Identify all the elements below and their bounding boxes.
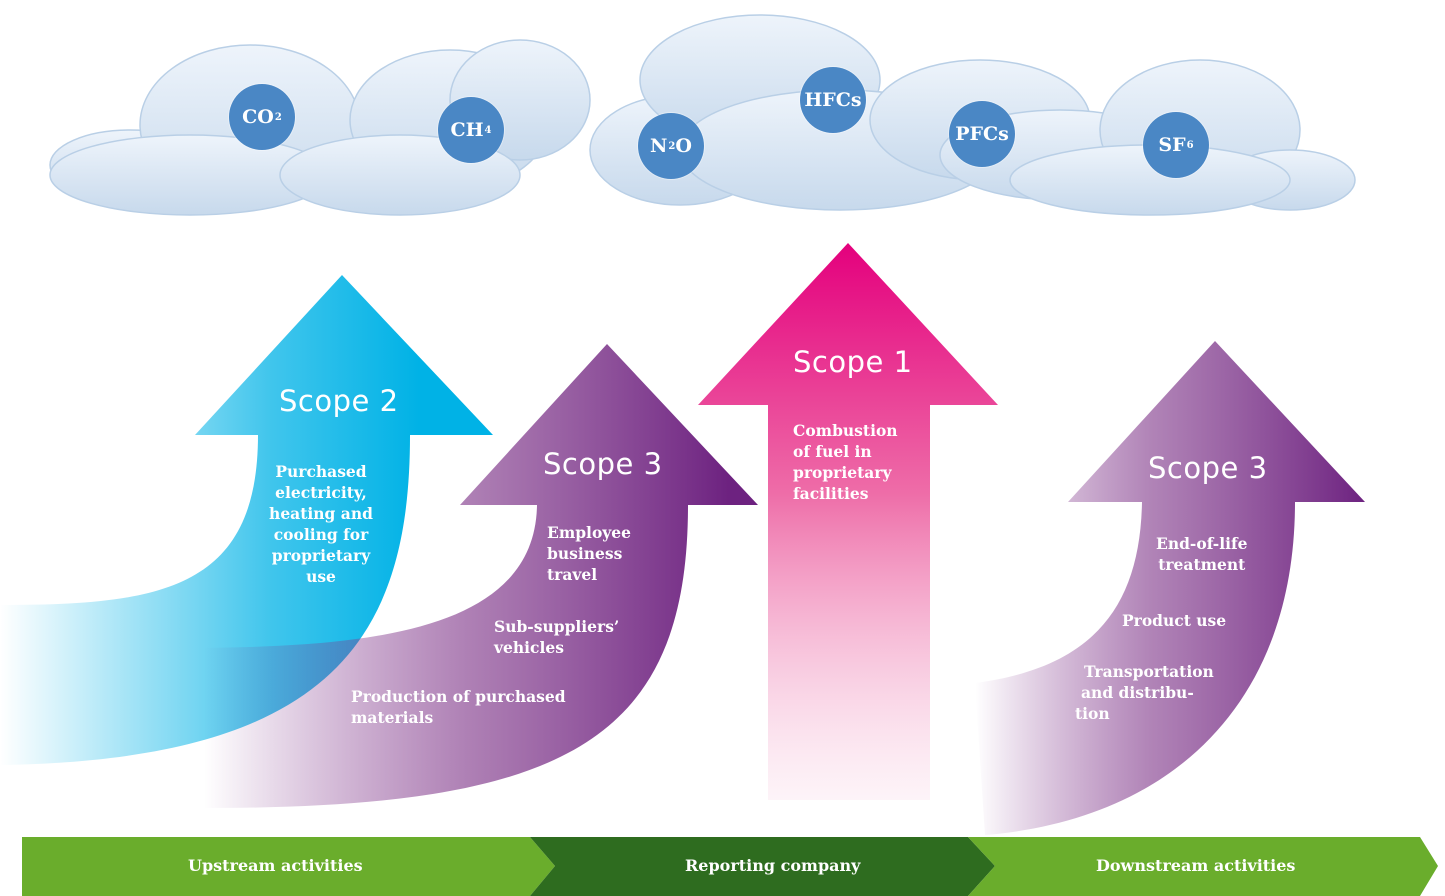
scope3-downstream-title: Scope 3 [1148,451,1268,485]
band-downstream-label: Downstream activities [1096,856,1296,875]
scope3-upstream-activity-vehicles: Sub-suppliers’ vehicles [494,616,619,658]
scope1-line: proprietary [793,463,892,482]
activity-line: materials [351,708,434,727]
activity-line: business [547,544,623,563]
gas-sf6-label: SF [1158,134,1186,156]
gas-co2-subscript: 2 [274,111,282,123]
scope2-arrow [0,275,493,765]
scope1-line: Combustion [793,421,898,440]
scope3-downstream-activity-eol: End-of-life treatment [1156,533,1248,575]
scope3-upstream-activity-materials: Production of purchased materials [351,686,566,728]
gas-sf6-subscript: 6 [1186,139,1194,151]
scope3-downstream-activity-use: Product use [1122,610,1226,631]
activity-line: vehicles [494,638,564,657]
band-downstream [968,837,1438,896]
band-reporting [530,837,995,896]
gas-hfcs: HFCs [800,67,866,133]
gas-co2-label: CO [242,106,274,128]
band-upstream-label: Upstream activities [188,856,363,875]
activity-line: Transportation [1084,662,1214,681]
gas-n2o-subscript: 2 [668,140,676,152]
activity-line: travel [547,565,598,584]
gas-ch4-subscript: 4 [484,124,492,136]
scope2-description: Purchased electricity, heating and cooli… [256,461,386,587]
scope2-title: Scope 2 [279,384,399,418]
activity-line: Employee [547,523,632,542]
scope2-line: cooling for [273,525,369,544]
scope1-line: facilities [793,484,869,503]
scope2-line: electricity, [275,483,367,502]
scope3-downstream-activity-transport: Transportation and distribu- tion [1075,661,1214,724]
scope1-description: Combustion of fuel in proprietary facili… [793,420,898,504]
band-reporting-label: Reporting company [685,856,861,875]
gas-hfcs-label: HFCs [804,89,862,111]
activity-line: treatment [1158,555,1246,574]
gas-ch4-label: CH [450,119,484,141]
scope2-line: proprietary use [271,546,371,586]
scope3-downstream-arrow [975,341,1365,835]
scope1-arrow [698,243,998,800]
scope3-upstream-title: Scope 3 [543,447,663,481]
band-upstream [22,837,555,896]
activity-line: Product use [1122,611,1227,630]
gas-pfcs-label: PFCs [955,123,1009,145]
scope3-upstream-activity-travel: Employee business travel [547,522,631,585]
gas-n2o-label: N [650,135,668,157]
activity-line: tion [1075,704,1110,723]
scope3-upstream-arrow [175,344,758,808]
scope2-line: heating and [269,504,373,523]
gas-pfcs: PFCs [949,101,1015,167]
scope1-title: Scope 1 [793,345,913,379]
activity-line: Sub-suppliers’ [494,617,620,636]
scope2-line: Purchased [275,462,367,481]
gas-n2o-suffix: O [675,135,692,157]
activity-line: Production of purchased [351,687,566,706]
activity-line: and distribu- [1081,683,1194,702]
scope1-line: of fuel in [793,442,872,461]
activity-line: End-of-life [1156,534,1248,553]
